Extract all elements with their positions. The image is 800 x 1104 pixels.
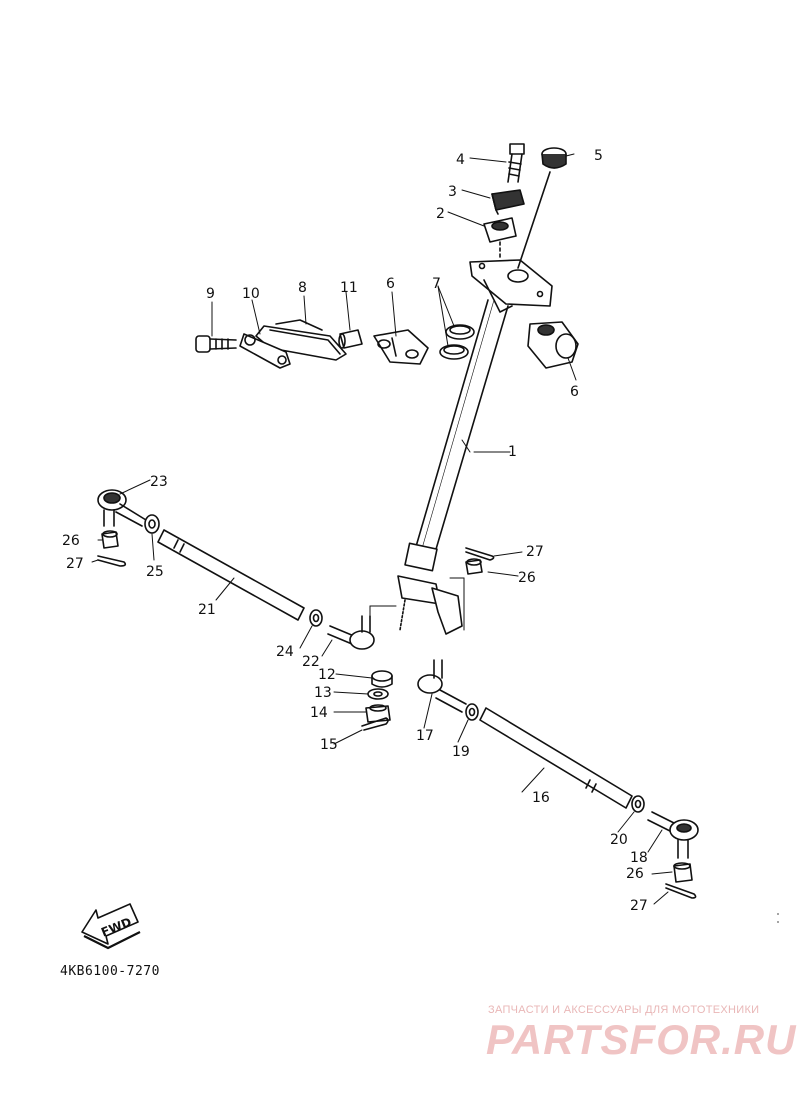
cotter-pin-27-left[interactable] <box>97 555 127 567</box>
label-26-right: 26 <box>626 866 644 882</box>
label-18: 18 <box>630 850 648 866</box>
cap-5[interactable] <box>517 147 567 269</box>
holder-6-right[interactable] <box>527 321 579 369</box>
nut-26-right[interactable] <box>673 862 693 883</box>
diagram-code: 4KB6100-7270 <box>60 964 160 979</box>
part-labels: 1 2 3 4 5 6 6 7 8 9 10 11 12 13 14 15 16… <box>62 148 648 914</box>
label-14: 14 <box>310 705 328 721</box>
label-8: 8 <box>298 280 307 296</box>
label-13: 13 <box>314 685 332 701</box>
nut-26-left[interactable] <box>101 530 119 549</box>
fwd-arrow-icon: FWD <box>81 903 141 950</box>
washer-13[interactable] <box>367 688 389 700</box>
label-24: 24 <box>276 644 294 660</box>
collar-12[interactable] <box>371 670 393 688</box>
label-22: 22 <box>302 654 320 670</box>
nut-26-center[interactable] <box>465 558 483 575</box>
label-7: 7 <box>432 276 441 292</box>
label-21: 21 <box>198 602 216 618</box>
nut-19[interactable] <box>465 703 479 721</box>
label-1: 1 <box>508 444 517 460</box>
label-6-right: 6 <box>570 384 579 400</box>
label-19: 19 <box>452 744 470 760</box>
label-3: 3 <box>448 184 457 200</box>
label-4: 4 <box>456 152 465 168</box>
label-5: 5 <box>594 148 603 164</box>
tie-rod-end-18[interactable] <box>647 811 699 859</box>
holder-6-left[interactable] <box>373 329 429 365</box>
tie-rod-end-17[interactable] <box>417 659 467 713</box>
cotter-pin-15[interactable] <box>361 717 389 731</box>
nut-14[interactable] <box>365 704 391 723</box>
label-6-left: 6 <box>386 276 395 292</box>
lever-10[interactable] <box>239 333 291 369</box>
label-23: 23 <box>150 474 168 490</box>
edge-dots <box>777 913 779 923</box>
bolt-9[interactable] <box>195 335 237 353</box>
nut-24[interactable] <box>309 609 323 627</box>
label-11: 11 <box>340 280 358 296</box>
label-10: 10 <box>242 286 260 302</box>
tie-rod-end-23[interactable] <box>97 489 147 527</box>
label-25: 25 <box>146 564 164 580</box>
steering-shaft[interactable] <box>397 299 509 635</box>
label-27-center: 27 <box>526 544 544 560</box>
label-12: 12 <box>318 667 336 683</box>
label-20: 20 <box>610 832 628 848</box>
label-15: 15 <box>320 737 338 753</box>
collar-11[interactable] <box>338 329 363 349</box>
shaft-top-bracket[interactable] <box>469 259 553 313</box>
bolt-4[interactable] <box>507 143 525 183</box>
label-9: 9 <box>206 286 215 302</box>
label-27-right: 27 <box>630 898 648 914</box>
label-16: 16 <box>532 790 550 806</box>
label-17: 17 <box>416 728 434 744</box>
tie-rod-end-22[interactable] <box>327 615 375 650</box>
watermark-tagline: ЗАПЧАСТИ И АКСЕССУАРЫ ДЛЯ МОТОТЕХНИКИ <box>488 1004 760 1016</box>
label-26-center: 26 <box>518 570 536 586</box>
holder-3[interactable] <box>491 189 525 215</box>
nut-20[interactable] <box>631 795 645 813</box>
label-2: 2 <box>436 206 445 222</box>
tie-rod-21[interactable] <box>157 529 305 621</box>
cotter-pin-27-center[interactable] <box>465 547 495 561</box>
holder-2[interactable] <box>483 217 517 259</box>
watermark-logo[interactable]: PARTSFOR.RU <box>486 1016 797 1063</box>
plate-8[interactable] <box>255 319 347 361</box>
label-27-left: 27 <box>66 556 84 572</box>
tie-rod-16[interactable] <box>479 707 633 809</box>
nut-25[interactable] <box>144 514 160 534</box>
leader-lines <box>91 153 673 905</box>
cotter-pin-27-right[interactable] <box>665 883 697 899</box>
bushing-7[interactable] <box>439 324 475 360</box>
label-26-left: 26 <box>62 533 80 549</box>
assembly-outline <box>369 577 465 631</box>
